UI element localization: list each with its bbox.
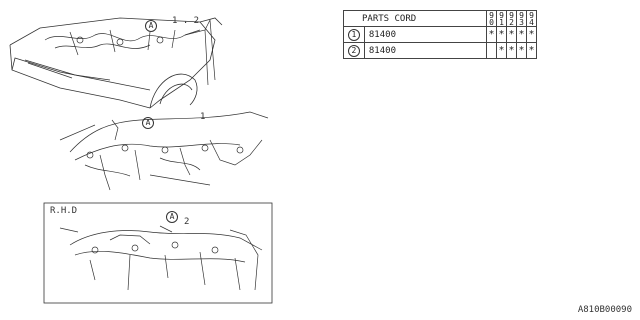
instrument-panel-harness: [59, 111, 269, 191]
year-mark: *: [526, 26, 537, 43]
year-mark: *: [496, 42, 507, 59]
callout-ref-mid: 1: [200, 112, 206, 122]
callout-a-bottom: A: [166, 211, 178, 223]
year-mark: *: [486, 26, 497, 43]
year-mark: *: [506, 42, 517, 59]
callout-ref-bottom: 2: [184, 217, 190, 227]
callout-ref-top: 1 . 2: [172, 16, 200, 26]
table-row: 1 81400 * * * * *: [343, 26, 537, 43]
parts-header: PARTS CORD: [343, 10, 487, 27]
part-code: 81400: [363, 26, 488, 43]
year-mark: [486, 42, 497, 59]
callout-a-top: A: [145, 20, 157, 32]
year-mark: *: [506, 26, 517, 43]
part-code: 81400: [363, 42, 488, 59]
engine-harness: [44, 18, 216, 86]
year-mark: *: [526, 42, 537, 59]
row-number: 2: [343, 42, 365, 59]
reference-code: A810B00090: [577, 305, 632, 315]
year-mark: *: [496, 26, 507, 43]
year-mark: *: [516, 26, 527, 43]
car-body-illustration: [9, 17, 223, 109]
callout-a-mid: A: [142, 117, 154, 129]
table-row: 2 81400 * * * *: [343, 42, 537, 59]
year-mark: *: [516, 42, 527, 59]
rhd-detail-frame: [43, 202, 273, 304]
rhd-harness: [59, 225, 263, 291]
rhd-label: R.H.D: [50, 206, 78, 216]
row-number: 1: [343, 26, 365, 43]
